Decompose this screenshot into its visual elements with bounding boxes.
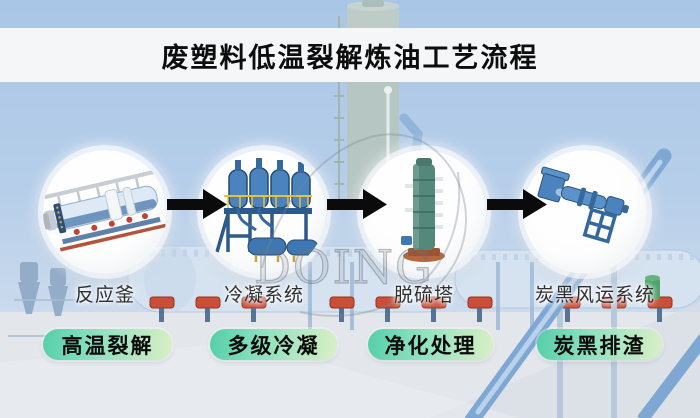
title-band: 废塑料低温裂解炼油工艺流程 [0,28,700,82]
page-title: 废塑料低温裂解炼油工艺流程 [161,42,539,73]
flow-arrow-icon [167,189,227,219]
condenser-system-icon [215,158,319,262]
desulfurization-tower-icon [401,158,445,262]
doing-watermark: DOING [253,239,434,294]
equipment-label-desulfurization-tower: 脱硫塔 [393,285,454,306]
rotary-reactor-icon [43,170,166,252]
step-circle-reactor [43,150,167,274]
stage-pill-slag-discharge: 炭黑排渣 [537,329,662,360]
equipment-label-reactor: 反应釜 [74,285,135,306]
step-circle-condenser [202,150,326,274]
equipment-label-carbon-black-conveyor: 炭黑风运系统 [534,285,655,306]
flow-arrow-icon [327,189,387,219]
equipment-label-condenser: 冷凝系统 [223,285,304,306]
flow-arrow-icon [487,189,547,219]
stage-pill-purification: 净化处理 [368,329,493,360]
step-circle-carbon-black-conveyor [523,150,647,274]
stage-pill-pyrolysis: 高温裂解 [43,329,172,360]
background-green-tank [645,275,660,300]
stage-pill-condensing: 多级冷凝 [210,329,337,360]
step-circle-desulfurization-tower [362,150,486,274]
carbon-black-air-conveyor-icon [537,166,629,244]
